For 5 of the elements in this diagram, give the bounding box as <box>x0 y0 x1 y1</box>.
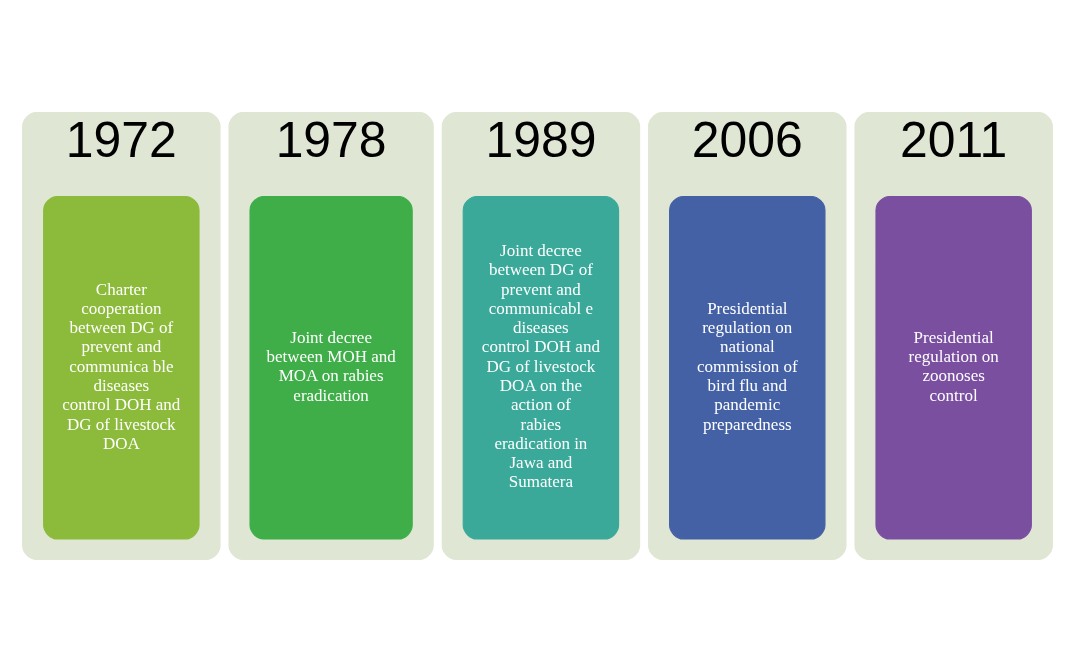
node-box: Joint decree between MOH and MOA on rabies eradication <box>249 195 413 540</box>
node-box: Joint decree between DG of prevent and communicabl e diseases control DOH and DG of livestock DOA on the action of rabies eradication in Jawa and Sumatera <box>462 195 620 540</box>
node-box: Presidential regulation on zoonoses control <box>875 195 1032 540</box>
node-box: Charter cooperation between DG of prevent and communica ble diseases control DOH and DG of livestock DOA <box>43 195 200 540</box>
node-box: Presidential regulation on national commission of bird flu and pandemic preparedness <box>669 195 826 540</box>
